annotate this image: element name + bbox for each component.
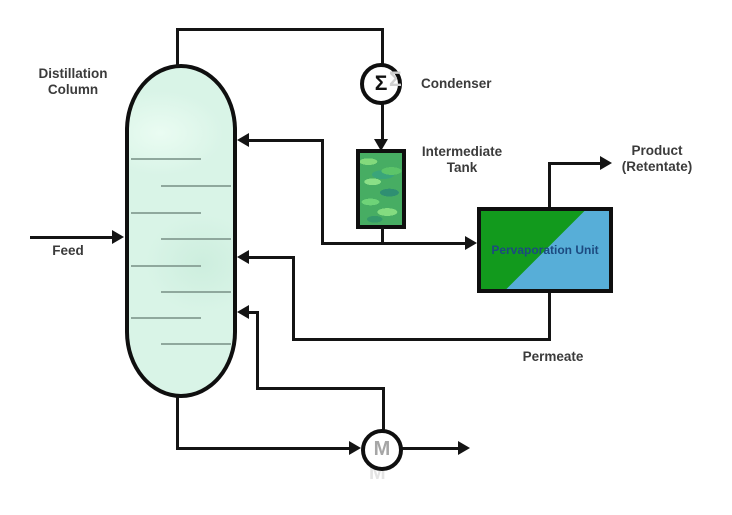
intermediate-tank — [356, 149, 406, 229]
pervaporation-unit: Pervaporation Unit — [477, 207, 613, 293]
bottoms-pipe-drop — [176, 396, 179, 450]
column-tray-line — [161, 238, 231, 240]
permeate-pipe-bottom — [292, 338, 551, 341]
vapor-return-stub-pipe — [249, 311, 259, 314]
condenser-label: Condenser — [421, 76, 492, 91]
product-label-line1: Product — [631, 143, 683, 158]
condenser-heat-exchanger-icon: Σ — [374, 72, 388, 95]
bottoms-arrowhead-icon — [349, 441, 361, 455]
distillation-column-label: Distillation Column — [18, 66, 128, 98]
vapor-return-drop-pipe — [382, 387, 385, 431]
intermediate-tank-label: Intermediate Tank — [407, 144, 517, 176]
feed-arrowhead-icon — [112, 230, 124, 244]
distillation-column-label-line2: Column — [47, 82, 99, 97]
intermediate-tank-label-line1: Intermediate — [421, 144, 503, 159]
column-tray-line — [131, 158, 201, 160]
column-tray-line — [131, 265, 201, 267]
pervaporation-unit-label: Pervaporation Unit — [491, 243, 599, 257]
column-tray-line — [161, 185, 231, 187]
vapor-return-arrowhead-icon — [237, 305, 249, 319]
pervap-feed-pipe — [321, 242, 469, 245]
bottoms-outlet-pipe — [402, 447, 458, 450]
distillation-column-vessel — [125, 64, 237, 398]
condenser-circle: Σ — [360, 63, 402, 105]
permeate-pipe-riser — [292, 256, 295, 341]
column-tray-line — [161, 343, 231, 345]
bottoms-outlet-arrowhead-icon — [458, 441, 470, 455]
condensate-pipe — [381, 104, 384, 142]
permeate-label: Permeate — [522, 349, 584, 364]
feed-label: Feed — [52, 243, 84, 258]
bottoms-pipe-horizontal — [176, 447, 349, 450]
column-tray-line — [131, 212, 201, 214]
vapor-return-horizontal-pipe — [256, 387, 385, 390]
permeate-pipe-drop — [548, 293, 551, 341]
column-tray-line — [161, 291, 231, 293]
product-label: Product (Retentate) — [599, 143, 715, 175]
pervap-feed-arrowhead-icon — [465, 236, 477, 250]
permeate-arrowhead-icon — [237, 250, 249, 264]
overhead-pipe-drop — [381, 28, 384, 64]
product-label-line2: (Retentate) — [621, 159, 693, 174]
product-arrowhead-icon — [600, 156, 612, 170]
vapor-return-riser-pipe — [256, 311, 259, 390]
permeate-return-pipe — [249, 256, 295, 259]
reflux-pipe-riser — [321, 139, 324, 245]
overhead-pipe-top — [176, 28, 384, 31]
product-pipe-riser — [548, 162, 551, 207]
tank-outlet-pipe — [381, 227, 384, 245]
reflux-pipe-top — [249, 139, 324, 142]
pump-motor-icon: M — [373, 438, 391, 460]
feed-pipe — [30, 236, 112, 239]
column-tray-line — [131, 317, 201, 319]
overhead-pipe-riser — [176, 28, 179, 67]
intermediate-tank-label-line2: Tank — [446, 160, 478, 175]
pump-circle: M — [361, 429, 403, 471]
product-pipe-top — [548, 162, 600, 165]
condensate-arrowhead-icon — [374, 139, 388, 151]
distillation-column-label-line1: Distillation — [38, 66, 108, 81]
condenser-symbol-ghost: Σ — [389, 68, 402, 91]
reflux-arrowhead-icon — [237, 133, 249, 147]
